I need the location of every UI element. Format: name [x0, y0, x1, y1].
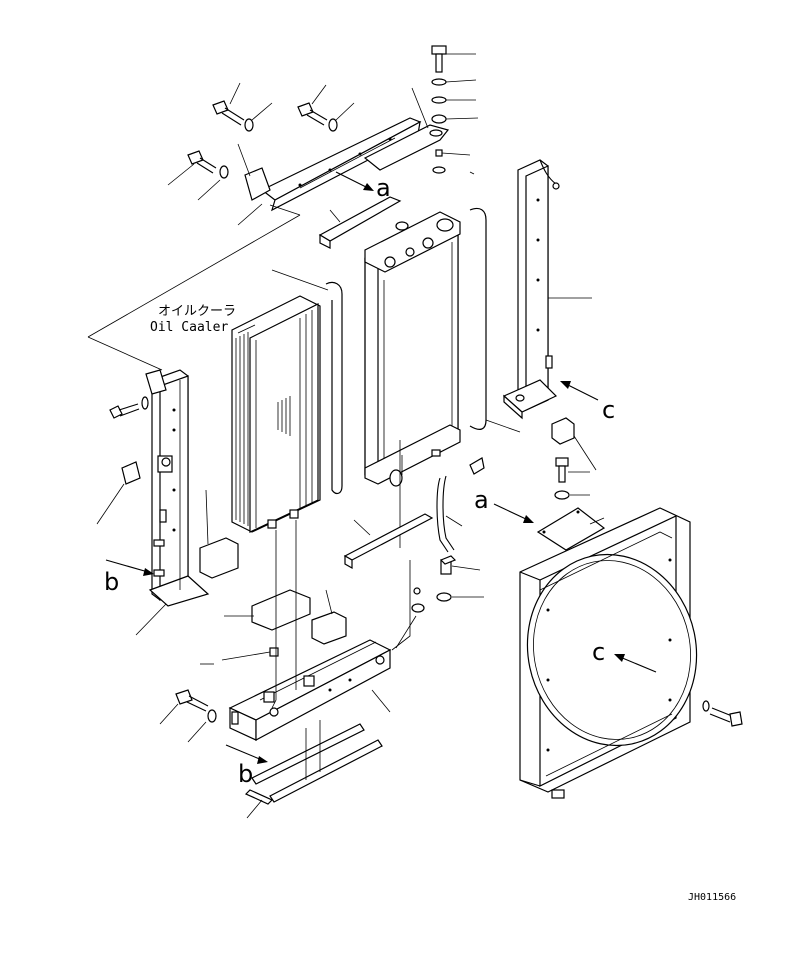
right-hose	[469, 207, 487, 430]
drawing-code: JH011566	[688, 892, 736, 903]
cushion-block	[251, 589, 311, 631]
callout-a-label: a	[474, 486, 489, 514]
right-bolt	[554, 457, 590, 500]
center-seal-strip	[343, 513, 434, 570]
washer	[328, 118, 338, 132]
right-side-bracket	[502, 159, 592, 420]
oil-cooler-caption: オイルクーラ Oil Caaler	[87, 204, 301, 371]
callout-c-label: c	[602, 396, 615, 424]
bottom-bolt	[159, 689, 217, 743]
shroud-bolt	[702, 700, 743, 727]
oil-cooler	[231, 295, 321, 533]
rubber-pad	[121, 461, 141, 485]
small-fittings	[411, 555, 484, 613]
cushion-block	[199, 537, 239, 579]
top-seal-strip	[318, 196, 402, 249]
cover-plate: a	[474, 486, 606, 551]
bottom-bracket-assembly	[228, 615, 417, 742]
callout-b-bottom: b	[225, 744, 268, 788]
nut	[269, 647, 279, 657]
left-side-bracket	[145, 369, 210, 607]
rubber-pad	[551, 417, 575, 445]
callout-c-shroud: c	[592, 638, 657, 673]
left-hose	[325, 281, 343, 495]
fan-shroud	[519, 507, 698, 799]
washer	[244, 118, 254, 132]
washer	[219, 165, 229, 179]
left-bolt	[109, 396, 149, 419]
caption-japanese: オイルクーラ	[158, 304, 236, 319]
top-bracket-assembly	[167, 82, 450, 226]
bolt-3	[187, 150, 217, 174]
bolt-1	[212, 100, 245, 126]
drain-tube	[436, 477, 449, 553]
caption-english: Oil Caaler	[150, 320, 228, 335]
bolt-2	[297, 102, 328, 126]
radiator-core	[364, 211, 485, 548]
callout-b-label: b	[238, 760, 253, 788]
callout-c-bracket: c	[560, 381, 615, 424]
callout-a-label: a	[376, 174, 391, 202]
bottom-seal-strip	[251, 723, 365, 785]
callout-b-label: b	[104, 568, 119, 596]
callout-b-left: b	[104, 559, 154, 596]
callout-c-label: c	[592, 638, 605, 666]
top-right-fastener-stack	[431, 45, 479, 175]
cushion-block	[311, 611, 347, 645]
